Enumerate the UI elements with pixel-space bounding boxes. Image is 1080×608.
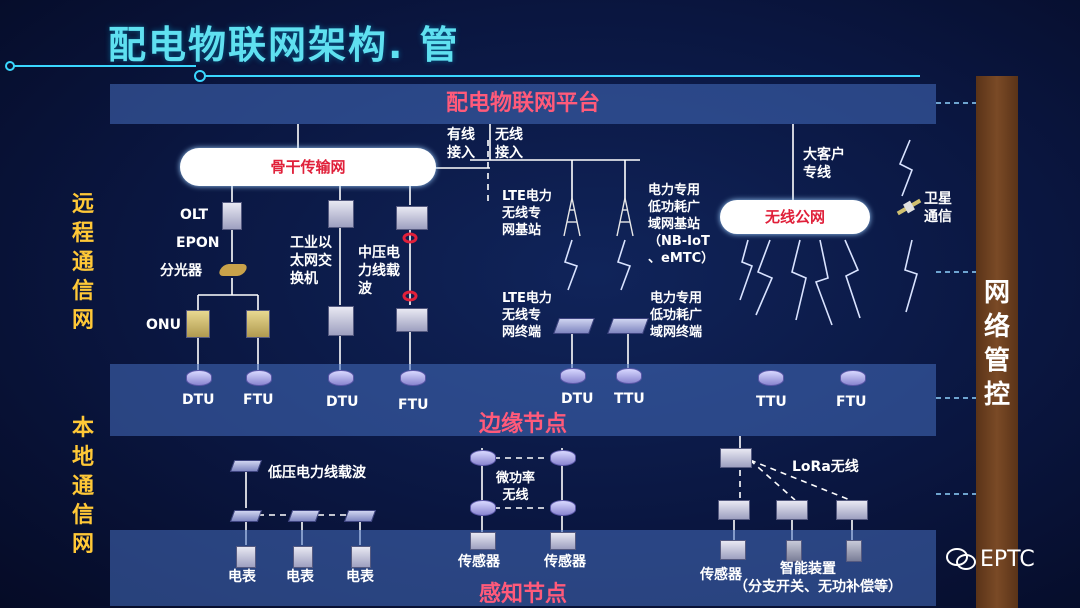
onu-device-1-icon: [186, 310, 210, 338]
lora-node-2-icon: [776, 500, 808, 520]
onu-label: ONU: [146, 317, 181, 333]
ethernet-switch-label: 工业以 太网交 换机: [290, 235, 332, 287]
meter-1-label: 电表: [228, 569, 256, 585]
edge-node-band: 边缘节点: [110, 364, 936, 437]
edge-device-3-label: DTU: [326, 394, 359, 410]
wechat-icon: [946, 546, 976, 570]
public-wireless-cloud: 无线公网: [720, 200, 870, 234]
lte-terminal-icon: [553, 318, 595, 334]
micro-power-label: 微功率 无线: [496, 471, 536, 503]
meter-3-icon: [351, 546, 371, 568]
network-control-column: 网络管控: [976, 76, 1018, 608]
smart-device-note: （分支开关、无功补偿等）: [734, 579, 902, 595]
edge-device-1-icon: [186, 370, 212, 386]
sensor-3-icon: [720, 540, 746, 560]
sensing-node-title: 感知节点: [478, 582, 567, 607]
mv-plc-top-icon: [396, 206, 428, 230]
edge-device-6-icon: [616, 368, 642, 384]
olt-device-icon: [222, 202, 242, 230]
edge-device-3-icon: [328, 370, 354, 386]
edge-device-2-icon: [246, 370, 272, 386]
smart-device-2-icon: [846, 540, 862, 562]
edge-device-8-icon: [840, 370, 866, 386]
olt-label: OLT: [180, 207, 209, 223]
lpwan-terminal-label: 电力专用 低功耗广 域网终端: [650, 291, 703, 340]
sensor-1-icon: [470, 532, 496, 550]
edge-device-5-icon: [560, 368, 586, 384]
edge-device-6-label: TTU: [614, 391, 645, 407]
edge-device-2-label: FTU: [243, 392, 274, 408]
edge-device-7-label: TTU: [756, 394, 787, 410]
lv-plc-node-2-icon: [287, 510, 321, 522]
edge-node-title: 边缘节点: [478, 412, 567, 437]
lv-plc-node-1-icon: [229, 510, 263, 522]
edge-device-4-label: FTU: [398, 397, 429, 413]
lpwan-base-station-label: 电力专用 低功耗广 域网基站 （NB-IoT 、eMTC）: [648, 183, 715, 266]
backbone-cloud-label: 骨干传输网: [270, 158, 346, 176]
micro-power-node-3-icon: [470, 500, 496, 516]
onu-device-2-icon: [246, 310, 270, 338]
backbone-cloud: 骨干传输网: [180, 148, 436, 186]
ethernet-switch-top-icon: [328, 200, 354, 228]
public-wireless-cloud-label: 无线公网: [764, 208, 825, 226]
remote-network-label: 远程通信网: [71, 192, 94, 333]
ethernet-switch-bottom-icon: [328, 306, 354, 336]
lv-plc-node-3-icon: [343, 510, 377, 522]
mv-plc-label: 中压电 力线载 波: [358, 245, 400, 297]
micro-power-node-4-icon: [550, 500, 576, 516]
satellite-icon: [896, 198, 922, 216]
mv-plc-bottom-icon: [396, 308, 428, 332]
smart-device-label: 智能装置: [780, 561, 836, 577]
micro-power-node-2-icon: [550, 450, 576, 466]
sensor-1-label: 传感器: [458, 554, 500, 570]
page-title: 配电物联网架构. 管: [108, 23, 460, 67]
edge-device-4-icon: [400, 370, 426, 386]
lora-node-3-icon: [836, 500, 868, 520]
edge-device-5-label: DTU: [561, 391, 594, 407]
sensor-2-icon: [550, 532, 576, 550]
meter-3-label: 电表: [346, 569, 374, 585]
sensor-2-label: 传感器: [544, 554, 586, 570]
smart-device-1-icon: [786, 540, 802, 562]
sensor-3-label: 传感器: [700, 567, 742, 583]
lte-terminal-label: LTE电力 无线专 网终端: [502, 291, 552, 340]
edge-device-1-label: DTU: [182, 392, 215, 408]
micro-power-node-1-icon: [470, 450, 496, 466]
edge-device-8-label: FTU: [836, 394, 867, 410]
watermark-text: EPTC: [980, 547, 1035, 572]
platform-band: 配电物联网平台: [110, 84, 936, 124]
big-customer-label: 大客户 专线: [803, 147, 845, 181]
lora-label: LoRa无线: [792, 459, 859, 475]
platform-title: 配电物联网平台: [445, 91, 600, 116]
lpwan-terminal-icon: [607, 318, 649, 334]
lv-plc-label: 低压电力线载波: [268, 465, 366, 481]
local-network-label: 本地通信网: [71, 416, 94, 557]
meter-1-icon: [236, 546, 256, 568]
edge-device-7-icon: [758, 370, 784, 386]
satellite-label: 卫星 通信: [924, 191, 952, 225]
splitter-label: 分光器: [160, 263, 202, 279]
lv-plc-top-icon: [229, 460, 263, 472]
meter-2-label: 电表: [286, 569, 314, 585]
epon-label: EPON: [176, 235, 220, 251]
meter-2-icon: [293, 546, 313, 568]
wireless-access-label: 无线 接入: [495, 127, 523, 161]
lora-gateway-icon: [720, 448, 752, 468]
lora-node-1-icon: [718, 500, 750, 520]
network-control-label: 网络管控: [983, 278, 1010, 410]
lte-base-station-label: LTE电力 无线专 网基站: [502, 189, 552, 238]
wired-access-label: 有线 接入: [447, 127, 475, 161]
